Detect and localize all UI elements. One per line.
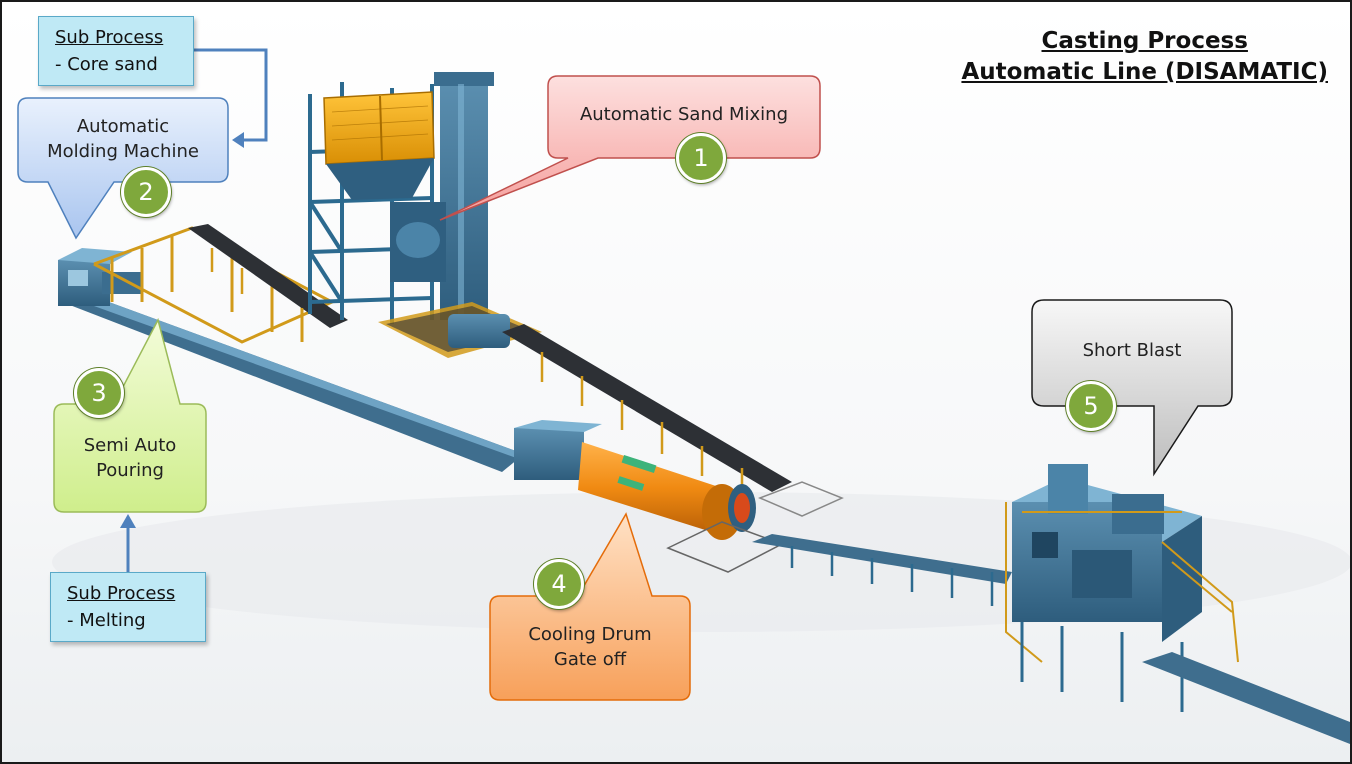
subprocess-melting-item: - Melting bbox=[67, 610, 146, 631]
cooling-drum-graphic bbox=[514, 420, 844, 573]
core-sand-arrow bbox=[194, 48, 268, 142]
subprocess-core-sand-heading: Sub Process bbox=[55, 27, 164, 48]
cooling-drum-label-line-1: Cooling Drum bbox=[528, 624, 652, 645]
core-sand-arrowhead bbox=[232, 132, 244, 148]
cooling-drum-label: Cooling Drum Gate off bbox=[490, 622, 690, 672]
callout-sand-mixing-shape bbox=[439, 75, 821, 221]
callout-pouring-shape bbox=[53, 317, 207, 513]
mold-conveyor bbox=[62, 298, 524, 472]
outgoing-conveyor-graphic bbox=[752, 534, 1012, 606]
plant-machinery bbox=[52, 72, 1350, 744]
pouring-label-line-1: Semi Auto bbox=[83, 435, 177, 456]
molding-label: Automatic Molding Machine bbox=[18, 114, 228, 164]
step-badge-5: 5 bbox=[1066, 381, 1116, 431]
molding-label-line-1: Automatic bbox=[76, 116, 170, 137]
step-badge-4: 4 bbox=[534, 559, 584, 609]
cooling-drum-label-line-2: Gate off bbox=[553, 649, 627, 670]
molding-machine-graphic bbox=[58, 248, 142, 306]
subprocess-core-sand-box: Sub Process - Core sand bbox=[38, 16, 194, 86]
return-conveyor-graphic bbox=[448, 314, 792, 496]
subprocess-core-sand-item: - Core sand bbox=[55, 54, 158, 75]
step-badge-3: 3 bbox=[74, 368, 124, 418]
sand-mixing-label: Automatic Sand Mixing bbox=[579, 104, 789, 125]
pouring-label: Semi Auto Pouring bbox=[54, 433, 206, 483]
molding-label-line-2: Molding Machine bbox=[47, 141, 199, 162]
pouring-label-line-2: Pouring bbox=[96, 460, 164, 481]
title-line-2: Automatic Line (DISAMATIC) bbox=[961, 59, 1328, 85]
diagram-title: Casting Process Automatic Line (DISAMATI… bbox=[961, 26, 1328, 88]
callout-short-blast-shape bbox=[1031, 299, 1233, 477]
subprocess-melting-box: Sub Process - Melting bbox=[50, 572, 206, 642]
callout-molding-shape bbox=[17, 97, 229, 240]
short-blast-label: Short Blast bbox=[1082, 340, 1182, 361]
callout-cooling-drum-shape bbox=[489, 512, 691, 701]
step-badge-2: 2 bbox=[121, 167, 171, 217]
subprocess-melting-heading: Sub Process bbox=[67, 583, 176, 604]
title-line-1: Casting Process bbox=[1041, 28, 1248, 54]
step-badge-1: 1 bbox=[676, 133, 726, 183]
melting-arrowhead bbox=[120, 514, 136, 528]
shot-blast-graphic bbox=[1005, 464, 1350, 744]
